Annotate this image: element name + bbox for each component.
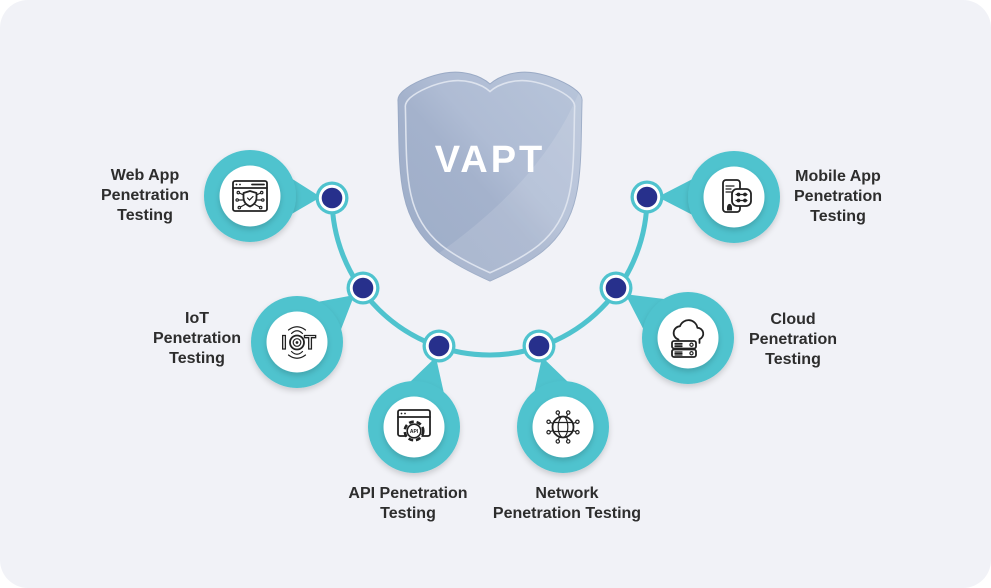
mobile-app-icon [722, 179, 752, 213]
dot-web-app [315, 181, 349, 215]
connector-dots [315, 180, 664, 363]
label-web-app: Web App Penetration Testing [101, 166, 189, 226]
node-web-app [204, 150, 296, 242]
label-line: Penetration Testing [492, 505, 642, 522]
iot-letter-t: T [304, 333, 316, 354]
cloud-server-icon [671, 319, 705, 358]
vapt-shield: VAPT [397, 71, 583, 282]
iot-signal-icon: I T [281, 326, 317, 359]
label-line: Penetration [793, 188, 883, 205]
node-mobile [688, 151, 780, 243]
label-line: Penetration [152, 330, 242, 347]
iot-letter-i: I [281, 333, 286, 354]
label-line: Testing [810, 208, 866, 225]
network-globe-icon [546, 410, 580, 444]
label-line: Cloud [770, 311, 816, 328]
node-face [657, 307, 719, 369]
dot-api [422, 329, 456, 363]
shield-shape [397, 71, 583, 282]
label-line: Testing [380, 505, 436, 522]
dot-mobile [630, 180, 664, 214]
node-face [219, 165, 281, 227]
label-cloud: Cloud Penetration Testing [749, 310, 837, 370]
label-line: Mobile App [795, 168, 881, 185]
node-api: API [368, 381, 460, 473]
label-line: Penetration [748, 331, 838, 348]
shield-title: VAPT [435, 139, 546, 181]
label-network: Network Penetration Testing [493, 484, 641, 524]
connector-arc [329, 196, 650, 358]
shield-inner-line [404, 79, 576, 274]
dot-iot [346, 271, 380, 305]
label-mobile-app: Mobile App Penetration Testing [794, 167, 882, 227]
dot-cloud [599, 271, 633, 305]
node-cloud [642, 292, 734, 384]
label-api: API Penetration Testing [348, 484, 467, 524]
label-line: IoT [184, 310, 209, 327]
label-line: Network [535, 485, 599, 502]
web-app-security-icon [232, 180, 268, 212]
label-iot: IoT Penetration Testing [153, 309, 241, 369]
dot-network [522, 329, 556, 363]
label-line: Testing [117, 207, 173, 224]
node-iot: I T [251, 296, 343, 388]
label-line: Penetration [100, 187, 190, 204]
label-line: API Penetration [348, 485, 468, 502]
label-line: Testing [765, 351, 821, 368]
node-network [517, 381, 609, 473]
label-line: Testing [169, 350, 225, 367]
node-face [532, 396, 594, 458]
label-line: Web App [110, 167, 180, 184]
api-gear-icon: API [397, 409, 431, 442]
api-gear-label: API [410, 429, 419, 435]
